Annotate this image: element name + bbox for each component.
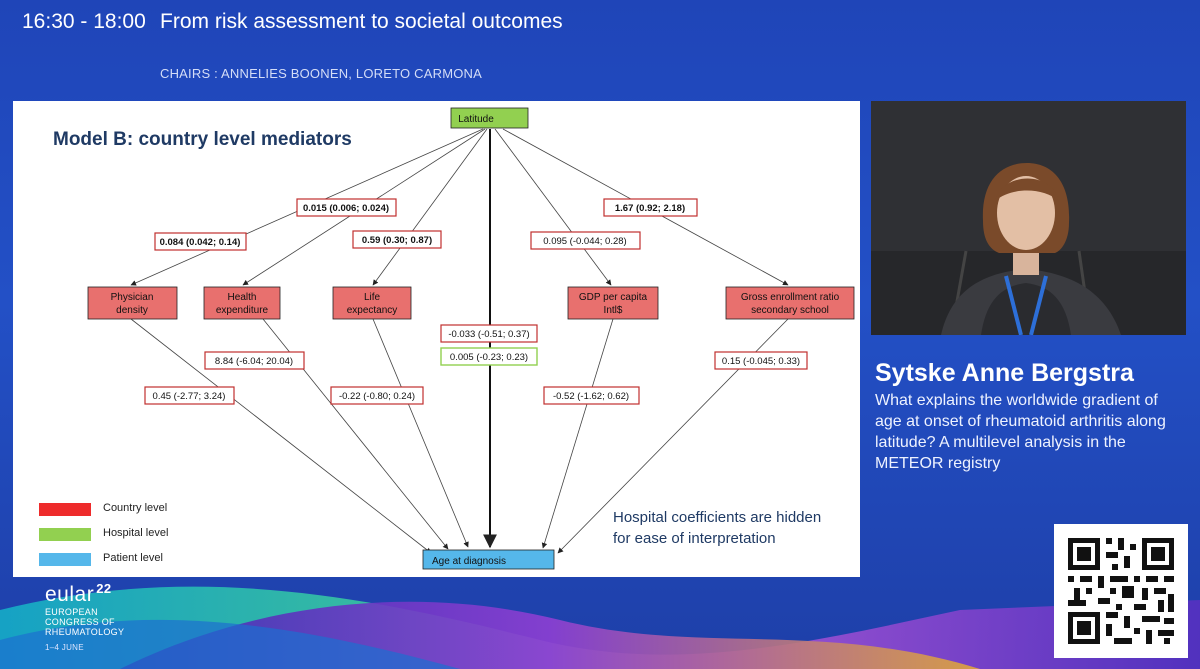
coef-physician-age-label: 0.45 (-2.77; 3.24) bbox=[153, 391, 226, 402]
logo-line1: EUROPEAN bbox=[45, 607, 98, 617]
node-health-expenditure: Health expenditure bbox=[203, 286, 281, 320]
coef-gdp-age: -0.52 (-1.62; 0.62) bbox=[543, 386, 640, 405]
coef-latitude-health: 0.015 (0.006; 0.024) bbox=[296, 198, 397, 217]
node-physician-density: Physician density bbox=[87, 286, 178, 320]
coef-health-age-label: 8.84 (-6.04; 20.04) bbox=[215, 356, 293, 367]
qr-code-icon[interactable] bbox=[1054, 524, 1188, 658]
edge-physician-age bbox=[130, 318, 432, 554]
coef-latitude-life: 0.59 (0.30; 0.87) bbox=[352, 230, 442, 249]
coef-gdp-age-label: -0.52 (-1.62; 0.62) bbox=[553, 391, 629, 402]
logo-line3: RHEUMATOLOGY bbox=[45, 627, 125, 637]
node-life-line2: expectancy bbox=[347, 305, 398, 316]
slide-note-line2: for ease of interpretation bbox=[613, 530, 776, 547]
speaker-name: Sytske Anne Bergstra bbox=[875, 359, 1134, 387]
coef-latitude-gdp: 0.095 (-0.044; 0.28) bbox=[530, 231, 641, 250]
node-latitude-label: Latitude bbox=[458, 114, 494, 125]
node-physician-line1: Physician bbox=[111, 292, 154, 303]
coef-gross-age: 0.15 (-0.045; 0.33) bbox=[714, 351, 808, 370]
slide-title: Model B: country level mediators bbox=[53, 129, 352, 150]
coef-physician-age: 0.45 (-2.77; 3.24) bbox=[144, 386, 235, 405]
edge-latitude-gdp bbox=[494, 128, 612, 286]
node-physician-line2: density bbox=[116, 305, 148, 316]
slide-note-line1: Hospital coefficients are hidden bbox=[613, 509, 822, 526]
node-health-line2: expenditure bbox=[216, 305, 269, 316]
qr-code-graphic bbox=[1054, 524, 1188, 658]
legend-country-swatch bbox=[39, 503, 91, 516]
node-latitude: Latitude bbox=[450, 107, 529, 129]
coef-latitude-age-country: -0.033 (-0.51; 0.37) bbox=[440, 324, 538, 343]
node-health-line1: Health bbox=[228, 292, 257, 303]
node-gross-enrollment: Gross enrollment ratio secondary school bbox=[725, 286, 855, 320]
legend-patient-swatch bbox=[39, 553, 91, 566]
coef-life-age-label: -0.22 (-0.80; 0.24) bbox=[339, 391, 415, 402]
coef-latitude-gdp-label: 0.095 (-0.044; 0.28) bbox=[543, 236, 626, 247]
edge-latitude-life bbox=[372, 128, 488, 286]
node-life-line1: Life bbox=[364, 292, 381, 303]
legend-hospital-label: Hospital level bbox=[103, 527, 169, 539]
node-gdp-line2: Intl$ bbox=[604, 305, 623, 316]
session-title: From risk assessment to societal outcome… bbox=[160, 10, 563, 33]
coef-latitude-health-label: 0.015 (0.006; 0.024) bbox=[303, 203, 389, 214]
edge-gdp-age bbox=[541, 318, 614, 549]
talk-title: What explains the worldwide gradient of … bbox=[875, 392, 1166, 472]
node-life-expectancy: Life expectancy bbox=[332, 286, 412, 320]
edge-life-age bbox=[372, 318, 469, 548]
coef-latitude-physician-label: 0.084 (0.042; 0.14) bbox=[160, 237, 241, 248]
mediation-diagram: Latitude Physician density Health expend… bbox=[87, 107, 855, 570]
session-chairs: CHAIRS : ANNELIES BOONEN, LORETO CARMONA bbox=[160, 66, 482, 81]
node-age-label: Age at diagnosis bbox=[432, 556, 506, 567]
legend-patient-label: Patient level bbox=[103, 552, 163, 564]
node-age-at-diagnosis: Age at diagnosis bbox=[422, 549, 555, 570]
legend-country-label: Country level bbox=[103, 502, 168, 514]
coef-latitude-age-hospital: 0.005 (-0.23; 0.23) bbox=[440, 347, 538, 366]
speaker-silhouette bbox=[871, 101, 1186, 335]
node-gross-line2: secondary school bbox=[751, 305, 829, 316]
coef-latitude-gross: 1.67 (0.92; 2.18) bbox=[603, 198, 698, 217]
coef-latitude-physician: 0.084 (0.042; 0.14) bbox=[154, 232, 247, 251]
coef-latitude-gross-label: 1.67 (0.92; 2.18) bbox=[615, 203, 685, 214]
presentation-slide: Latitude Physician density Health expend… bbox=[13, 101, 860, 577]
node-gdp-line1: GDP per capita bbox=[579, 292, 648, 303]
node-gdp-per-capita: GDP per capita Intl$ bbox=[567, 286, 659, 320]
coef-gross-age-label: 0.15 (-0.045; 0.33) bbox=[722, 356, 800, 367]
slide-note: Hospital coefficients are hidden for eas… bbox=[613, 507, 821, 549]
session-time: 16:30 - 18:00 bbox=[22, 10, 146, 33]
legend-hospital-swatch bbox=[39, 528, 91, 541]
coefficients: 0.015 (0.006; 0.024) 1.67 (0.92; 2.18) 0… bbox=[144, 198, 808, 405]
coef-latitude-age-hospital-label: 0.005 (-0.23; 0.23) bbox=[450, 352, 528, 363]
speaker-video bbox=[871, 101, 1186, 335]
coef-health-age: 8.84 (-6.04; 20.04) bbox=[204, 351, 305, 370]
logo-line2: CONGRESS OF bbox=[45, 617, 115, 627]
logo-edition: 22 bbox=[96, 581, 112, 596]
coef-life-age: -0.22 (-0.80; 0.24) bbox=[330, 386, 424, 405]
coef-latitude-life-label: 0.59 (0.30; 0.87) bbox=[362, 235, 432, 246]
logo-dates: 1–4 JUNE bbox=[45, 643, 84, 652]
coef-latitude-age-country-label: -0.033 (-0.51; 0.37) bbox=[448, 329, 529, 340]
node-gross-line1: Gross enrollment ratio bbox=[741, 292, 840, 303]
logo-main-text: eular bbox=[45, 583, 95, 606]
